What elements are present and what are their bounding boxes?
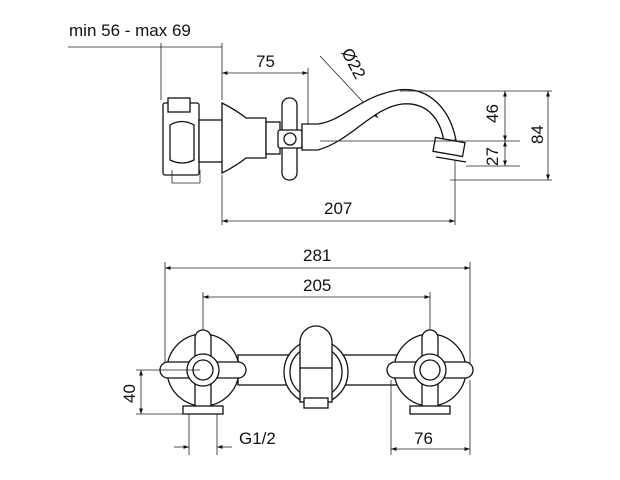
handle-width-label: 76: [414, 429, 433, 448]
centers-label: 205: [303, 276, 331, 295]
centers-dimension: 205: [202, 276, 431, 335]
handle-height-dimension: 40: [120, 369, 200, 415]
outlet-height-label: 27: [483, 147, 502, 166]
spout-height-label: 46: [483, 104, 502, 123]
front-spout: [283, 325, 349, 409]
front-view: 281 205: [120, 246, 474, 455]
escutcheon: [221, 101, 267, 175]
reach-label: 207: [324, 199, 352, 218]
side-spout: [301, 88, 467, 163]
overall-width-dimension: 281: [164, 246, 471, 372]
depth-dimension: min 56 - max 69: [68, 21, 223, 100]
side-view: min 56 - max 69 75 Ø22: [68, 21, 552, 225]
thread-label: G1/2: [239, 429, 276, 448]
height-dimensions: 46 27 84: [320, 90, 552, 181]
handle-height-label: 40: [120, 384, 139, 403]
thread-dimension: G1/2: [174, 414, 276, 455]
handle-width-dimension: 76: [390, 380, 471, 455]
reach-dimension: 207: [221, 160, 456, 225]
offset-label: 75: [256, 52, 275, 71]
wall-connector: [162, 97, 224, 184]
left-cross-handle: [159, 329, 247, 415]
total-height-label: 84: [528, 125, 547, 144]
right-cross-handle: [386, 329, 474, 415]
diameter-label: Ø22: [337, 45, 369, 82]
offset-dimension: 75: [222, 52, 309, 125]
overall-width-label: 281: [303, 246, 331, 265]
depth-label: min 56 - max 69: [69, 21, 191, 40]
side-cross-handle: [277, 97, 303, 181]
